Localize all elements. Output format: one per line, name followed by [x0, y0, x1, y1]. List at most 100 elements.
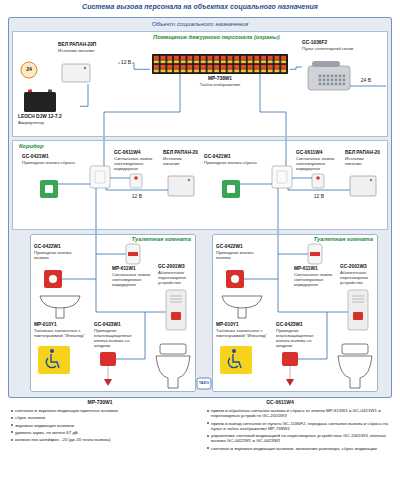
device-label: GC-0421W1Проводная кнопка сброса — [204, 154, 262, 202]
device-description: Аккумулятор — [18, 120, 80, 125]
model-code: GC-0611W4 — [240, 400, 320, 406]
device-label: GC-2001W3Абонентское переговорное устрой… — [158, 264, 194, 336]
device-description: Проводная влагозащищенная кнопка вызова … — [276, 328, 324, 348]
device-label: GC-0611W4Сигнальная лампа светозвуковая … — [296, 150, 342, 190]
sink-icon — [40, 296, 80, 318]
room-band: КоридорGC-0421W1Проводная кнопка сбросаG… — [12, 140, 388, 230]
area-heading: Туалетная комната — [213, 235, 377, 242]
device-description: Источник питания — [345, 156, 381, 166]
device-label: GC-0423W1Проводная влагозащищенная кнопк… — [276, 322, 324, 388]
area-heading: Туалетная комната — [31, 235, 195, 242]
model-code: GC-0421W1 — [204, 154, 262, 160]
phone-icon — [21, 62, 37, 78]
device-description: Источник питания — [163, 156, 199, 166]
device-description: Сигнальная лампа светозвуковая коридорна… — [112, 272, 156, 287]
model-code: GC-0611W4 — [296, 150, 342, 156]
band-fill — [12, 31, 388, 137]
note-text: прием и вывод сигналов от пульта GC-1036… — [206, 421, 392, 432]
cord-button-icon — [100, 352, 116, 366]
note-text: количество шлейфов - 20 (до 20 точек выз… — [10, 437, 190, 442]
device-description: Проводная кнопка сброса — [22, 160, 80, 165]
note-text: световая и звуковая индикация принятых в… — [10, 408, 190, 413]
outer-fill — [8, 17, 392, 398]
room-fill — [30, 234, 196, 392]
area-heading: Коридор — [19, 141, 387, 149]
device-label: MP-010Y1Табличка тактильная с пиктограмм… — [216, 322, 274, 378]
model-code: GC-0422W1 — [34, 244, 84, 250]
call-button-icon — [44, 270, 62, 288]
device-description: Абонентское переговорное устройство — [158, 270, 194, 285]
duty-room-devices — [21, 54, 386, 166]
area-heading: Объект социального назначения — [9, 18, 391, 27]
note-text: звуковая индикация вызовов — [10, 423, 190, 428]
diagram-title: Система вызова персонала на объектах соц… — [0, 3, 400, 10]
model-code: GC-0422W1 — [216, 244, 266, 250]
wire — [350, 86, 386, 87]
area-heading: Помещение дежурного персонала (охраны) — [153, 32, 387, 40]
device-label: БЕЛ РАПАН-20Источник питания — [163, 150, 199, 198]
model-code: MP-010Y1 — [216, 322, 274, 328]
model-code: MP-010Y1 — [34, 322, 92, 328]
display-cells — [153, 55, 287, 73]
room-box: Туалетная комнатаGC-0422W1Проводная кноп… — [212, 234, 378, 392]
room-box: Туалетная комнатаGC-0422W1Проводная кноп… — [30, 234, 196, 392]
console-keys — [318, 74, 346, 86]
model-code: БЕЛ РАПАН-20 — [345, 150, 381, 156]
device-description: Источник питания — [58, 48, 118, 53]
wire — [260, 74, 286, 166]
model-code: GC-0423W1 — [94, 322, 142, 328]
model-code: LEOCH DJW 12-7.2 — [18, 114, 80, 120]
battery-icon — [24, 92, 56, 112]
band-fill — [12, 140, 388, 230]
note-text: прием и обработка сигналов вызова и сбро… — [206, 408, 392, 419]
wire-connector — [290, 67, 302, 69]
model-code: GC-2001W3 — [158, 264, 194, 270]
device-description: Сигнальная лампа светозвуковая коридорна… — [294, 272, 338, 287]
model-code: БЕЛ РАПАН-20 — [163, 150, 199, 156]
wire-connector — [80, 84, 88, 106]
device-label: GC-0423W1Проводная влагозащищенная кнопк… — [94, 322, 142, 388]
voltage-label: 12 В — [126, 194, 148, 200]
device-label: LEOCH DJW 12-7.2Аккумулятор — [18, 88, 80, 125]
logo-text: ТАКО — [197, 381, 211, 386]
corridor-and-room-devices — [38, 166, 194, 388]
device-description: Табло отображения — [150, 82, 290, 87]
device-description: Табличка тактильная с пиктограммой "Инва… — [216, 328, 274, 338]
device-description: Табличка тактильная с пиктограммой "Инва… — [34, 328, 92, 338]
device-label: БЕЛ РАПАН-20ПИсточник питания — [58, 42, 118, 84]
device-label: БЕЛ РАПАН-20Источник питания — [345, 150, 381, 198]
note-text: управление световой индикацией на перего… — [206, 433, 392, 444]
model-code: GC-0421W1 — [22, 154, 80, 160]
led — [84, 67, 86, 69]
model-code: GC-0611W4 — [114, 150, 160, 156]
battery-terminal — [28, 90, 32, 93]
notes-column: прием и обработка сигналов вызова и сбро… — [206, 408, 392, 453]
device-description: Абонентское переговорное устройство — [340, 270, 376, 285]
notes-column: световая и звуковая индикация принятых в… — [10, 408, 190, 444]
device-label: GC-2001W3Абонентское переговорное устрой… — [340, 264, 376, 336]
device-description: Проводная влагозащищенная кнопка вызова … — [94, 328, 142, 348]
voltage-label: 12 В — [308, 194, 330, 200]
device-description: Пульт селекторной связи — [302, 46, 382, 51]
reset-button-icon — [40, 180, 58, 198]
logo-frame — [197, 378, 211, 389]
site-frame: Объект социального назначенияПомещение д… — [8, 17, 392, 398]
model-code: MP-611W1 — [112, 266, 156, 272]
toilet-icon — [160, 344, 186, 354]
panel-fills — [8, 17, 392, 398]
voltage-label: 12 В — [120, 60, 132, 66]
device-label: MP-738W1Табло отображения — [150, 52, 290, 87]
device-description: Проводная кнопка вызова — [34, 250, 84, 260]
model-code: MP-730W1 — [60, 400, 140, 406]
model-code: MP-611W1 — [294, 266, 338, 272]
device-label: GC-0422W1Проводная кнопка вызова — [216, 244, 266, 290]
room-lamp-icon — [126, 244, 140, 264]
device-label: GC-0611W4Сигнальная лампа светозвуковая … — [114, 150, 160, 190]
display-icon — [152, 54, 288, 74]
device-label: MP-010Y1Табличка тактильная с пиктограмм… — [34, 322, 92, 378]
model-code: GC-0423W1 — [276, 322, 324, 328]
device-label: MP-611W1Сигнальная лампа светозвуковая к… — [112, 242, 156, 287]
icon-number: 24 — [21, 67, 37, 73]
console-handset — [312, 61, 340, 67]
